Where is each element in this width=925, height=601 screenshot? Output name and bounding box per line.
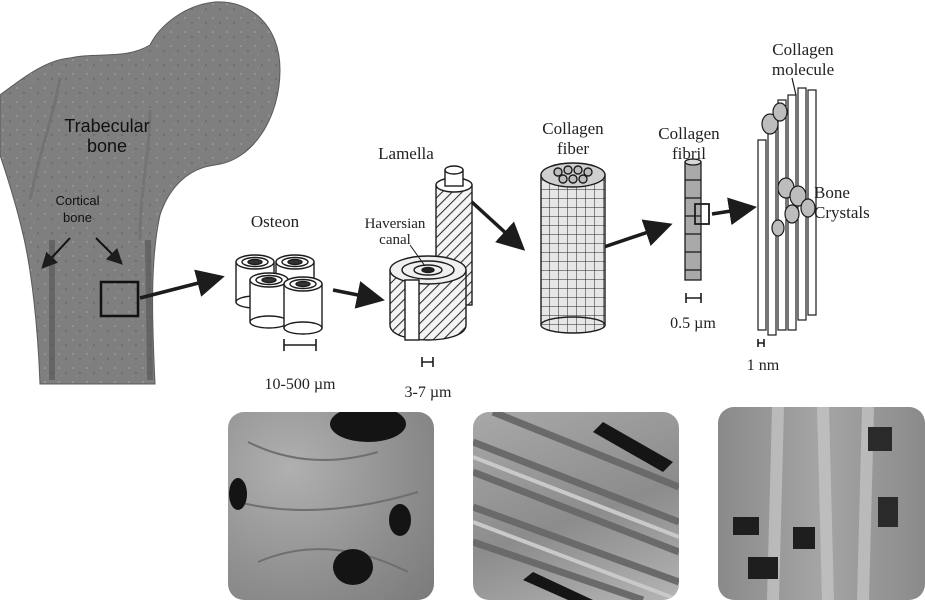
label-bone-crystals-text: Bone Crystals bbox=[814, 183, 874, 223]
scale-label-fibril: 0.5 µm bbox=[660, 314, 726, 333]
label-cortical-bone: Cortical bone bbox=[40, 192, 115, 226]
label-collagen-fibril: Collagen fibril bbox=[648, 124, 730, 164]
collagen-molecule-illustration bbox=[758, 78, 816, 335]
scale-bar-lamella bbox=[422, 357, 433, 367]
scale-label-lamella: 3-7 µm bbox=[395, 383, 461, 402]
collagen-fiber-illustration bbox=[541, 163, 605, 333]
label-cortical-bone-text: Cortical bone bbox=[48, 192, 108, 226]
label-haversian-canal: Haversian canal bbox=[364, 216, 426, 248]
label-lamella: Lamella bbox=[368, 144, 444, 163]
label-collagen-molecule-text: Collagen molecule bbox=[763, 40, 843, 80]
lamella-illustration bbox=[390, 166, 472, 340]
sem-fiber-texture bbox=[473, 412, 679, 600]
label-osteon: Osteon bbox=[240, 212, 310, 231]
label-haversian-canal-text: Haversian canal bbox=[364, 216, 426, 248]
scale-bar-fibril bbox=[686, 293, 701, 303]
label-collagen-molecule: Collagen molecule bbox=[758, 40, 848, 80]
sem-micrograph-crystals bbox=[718, 407, 925, 600]
scale-label-osteon: 10-500 µm bbox=[250, 375, 350, 394]
sem-osteon-texture bbox=[228, 412, 434, 600]
arrow-to-lamella bbox=[333, 290, 378, 299]
scale-label-molecule: 1 nm bbox=[738, 356, 788, 375]
label-bone-crystals: Bone Crystals bbox=[814, 183, 894, 223]
label-trabecular-bone: Trabecular bone bbox=[47, 116, 167, 156]
label-collagen-fibril-text: Collagen fibril bbox=[654, 124, 724, 164]
sem-micrograph-osteon bbox=[228, 412, 434, 600]
sem-crystal-texture bbox=[718, 407, 925, 600]
label-trabecular-bone-text: Trabecular bone bbox=[62, 116, 152, 156]
arrow-to-molecule bbox=[712, 208, 750, 214]
scale-bar-osteon bbox=[284, 339, 316, 351]
label-collagen-fiber-text: Collagen fiber bbox=[538, 119, 608, 159]
molecule-leader bbox=[792, 78, 796, 95]
label-collagen-fiber: Collagen fiber bbox=[530, 119, 616, 159]
osteon-illustration bbox=[236, 255, 322, 334]
sem-micrograph-fiber bbox=[473, 412, 679, 600]
collagen-fibril-illustration bbox=[685, 159, 709, 280]
scale-bar-molecule bbox=[758, 339, 764, 347]
